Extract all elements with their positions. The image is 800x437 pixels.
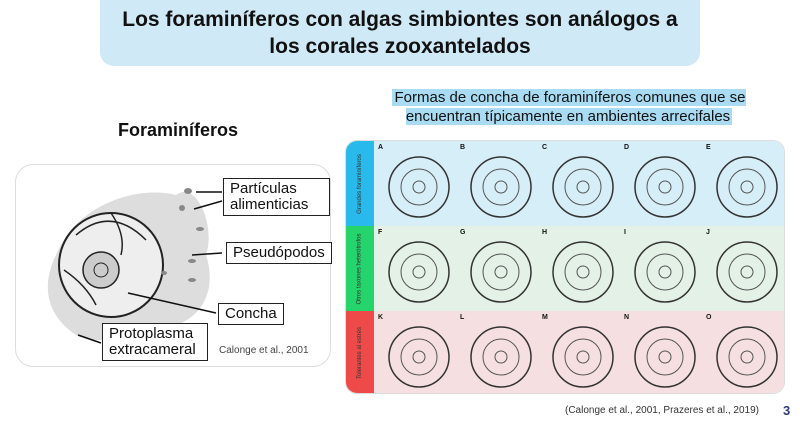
- label-particulas: Partículas alimenticias: [223, 178, 330, 216]
- row-tag: Tolerantes al estrés: [346, 311, 374, 393]
- shell-figure: I: [622, 226, 704, 311]
- figure-letter: K: [378, 314, 384, 321]
- row-tolerantes: Tolerantes al estrés K L M N O: [346, 311, 784, 393]
- figure-letter: N: [624, 314, 630, 321]
- shell-illustration: [716, 156, 778, 218]
- shell-figure: J: [704, 226, 784, 311]
- figure-letter: M: [542, 314, 548, 321]
- shell-illustration: [552, 326, 614, 388]
- foraminifera-diagram: Partículas alimenticias Pseudópodos Conc…: [15, 164, 332, 367]
- figure-letter: H: [542, 229, 548, 236]
- shell-illustration: [388, 326, 450, 388]
- shell-figure: G: [458, 226, 540, 311]
- row-otros-taxones: Otros taxones heterótrofos F G H I J: [346, 226, 784, 311]
- row-label: Otros taxones heterótrofos: [357, 232, 364, 305]
- figure-letter: I: [624, 229, 626, 236]
- shell-figure: F: [376, 226, 458, 311]
- shell-illustration: [470, 241, 532, 303]
- figure-letter: C: [542, 144, 548, 151]
- figure-letter: J: [706, 229, 710, 236]
- shell-figure: H: [540, 226, 622, 311]
- shell-illustration: [716, 326, 778, 388]
- figure-letter: L: [460, 314, 465, 321]
- shell-figure: C: [540, 141, 622, 226]
- slide-citation: (Calonge et al., 2001, Prazeres et al., …: [565, 405, 760, 416]
- shell-figure: L: [458, 311, 540, 393]
- row-tag: Otros taxones heterótrofos: [346, 226, 374, 311]
- shell-figure: A: [376, 141, 458, 226]
- shell-figure: M: [540, 311, 622, 393]
- page-number: 3: [783, 403, 791, 418]
- title-banner: Los foraminíferos con algas simbiontes s…: [100, 0, 700, 66]
- shell-illustration: [470, 326, 532, 388]
- shell-illustration: [388, 156, 450, 218]
- shell-illustration: [716, 241, 778, 303]
- figure-letter: O: [706, 314, 712, 321]
- row-grandes-foraminiferos: Grandes foraminíferos A B C D E: [346, 141, 784, 226]
- subtitle: Formas de concha de foraminíferos comune…: [372, 88, 766, 126]
- figure-letter: A: [378, 144, 384, 151]
- subtitle-text: Formas de concha de foraminíferos comune…: [392, 89, 746, 125]
- shell-figure: O: [704, 311, 784, 393]
- diagram-citation: Calonge et al., 2001: [219, 345, 309, 356]
- shell-figure: E: [704, 141, 784, 226]
- slide-title: Los foraminíferos con algas simbiontes s…: [122, 8, 678, 58]
- row-label: Tolerantes al estrés: [357, 326, 363, 380]
- figure-letter: E: [706, 144, 711, 151]
- figure-letter: B: [460, 144, 466, 151]
- figure-letter: G: [460, 229, 466, 236]
- row-tag: Grandes foraminíferos: [346, 141, 374, 226]
- shell-forms-panel: Grandes foraminíferos A B C D E Otros taxones…: [345, 140, 785, 394]
- shell-illustration: [552, 241, 614, 303]
- shell-figure: B: [458, 141, 540, 226]
- label-concha: Concha: [218, 303, 284, 325]
- shell-illustration: [552, 156, 614, 218]
- label-pseudopodos: Pseudópodos: [226, 242, 332, 264]
- shell-illustration: [634, 241, 696, 303]
- figure-letter: F: [378, 229, 383, 236]
- left-heading: Foraminíferos: [118, 120, 239, 140]
- shell-illustration: [634, 326, 696, 388]
- shell-figure: D: [622, 141, 704, 226]
- row-label: Grandes foraminíferos: [357, 153, 364, 214]
- shell-figure: N: [622, 311, 704, 393]
- figure-letter: D: [624, 144, 630, 151]
- foraminifera-illustration: [47, 188, 223, 344]
- shell-illustration: [634, 156, 696, 218]
- shell-illustration: [470, 156, 532, 218]
- shell-figure: K: [376, 311, 458, 393]
- label-protoplasma: Protoplasma extracameral: [102, 323, 208, 361]
- shell-illustration: [388, 241, 450, 303]
